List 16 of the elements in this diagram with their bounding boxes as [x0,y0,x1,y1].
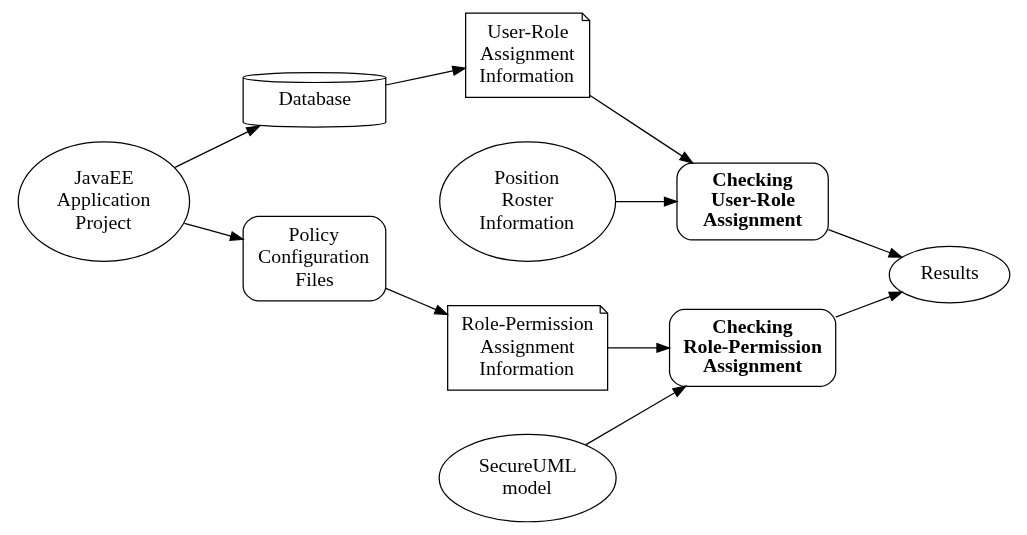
node-ellipse: Position Roster Information [438,141,616,262]
node-ellipse: SecureUML model [438,433,617,523]
node-box: Checking User-Role Assignment [675,162,829,241]
arrow [173,125,261,169]
arrow [584,385,687,446]
node-box: Checking Role-Permission Assignment [668,308,836,387]
arrow [384,65,467,86]
arrow [384,287,449,316]
arrow [606,342,671,354]
arrow [588,94,694,164]
node-box: Policy Configuration Files [242,215,386,302]
arrow [183,222,245,241]
arrow [834,291,904,318]
arrow [827,229,903,258]
arrow [614,196,679,207]
node-ellipse: JavaEE Application Project [17,141,190,262]
